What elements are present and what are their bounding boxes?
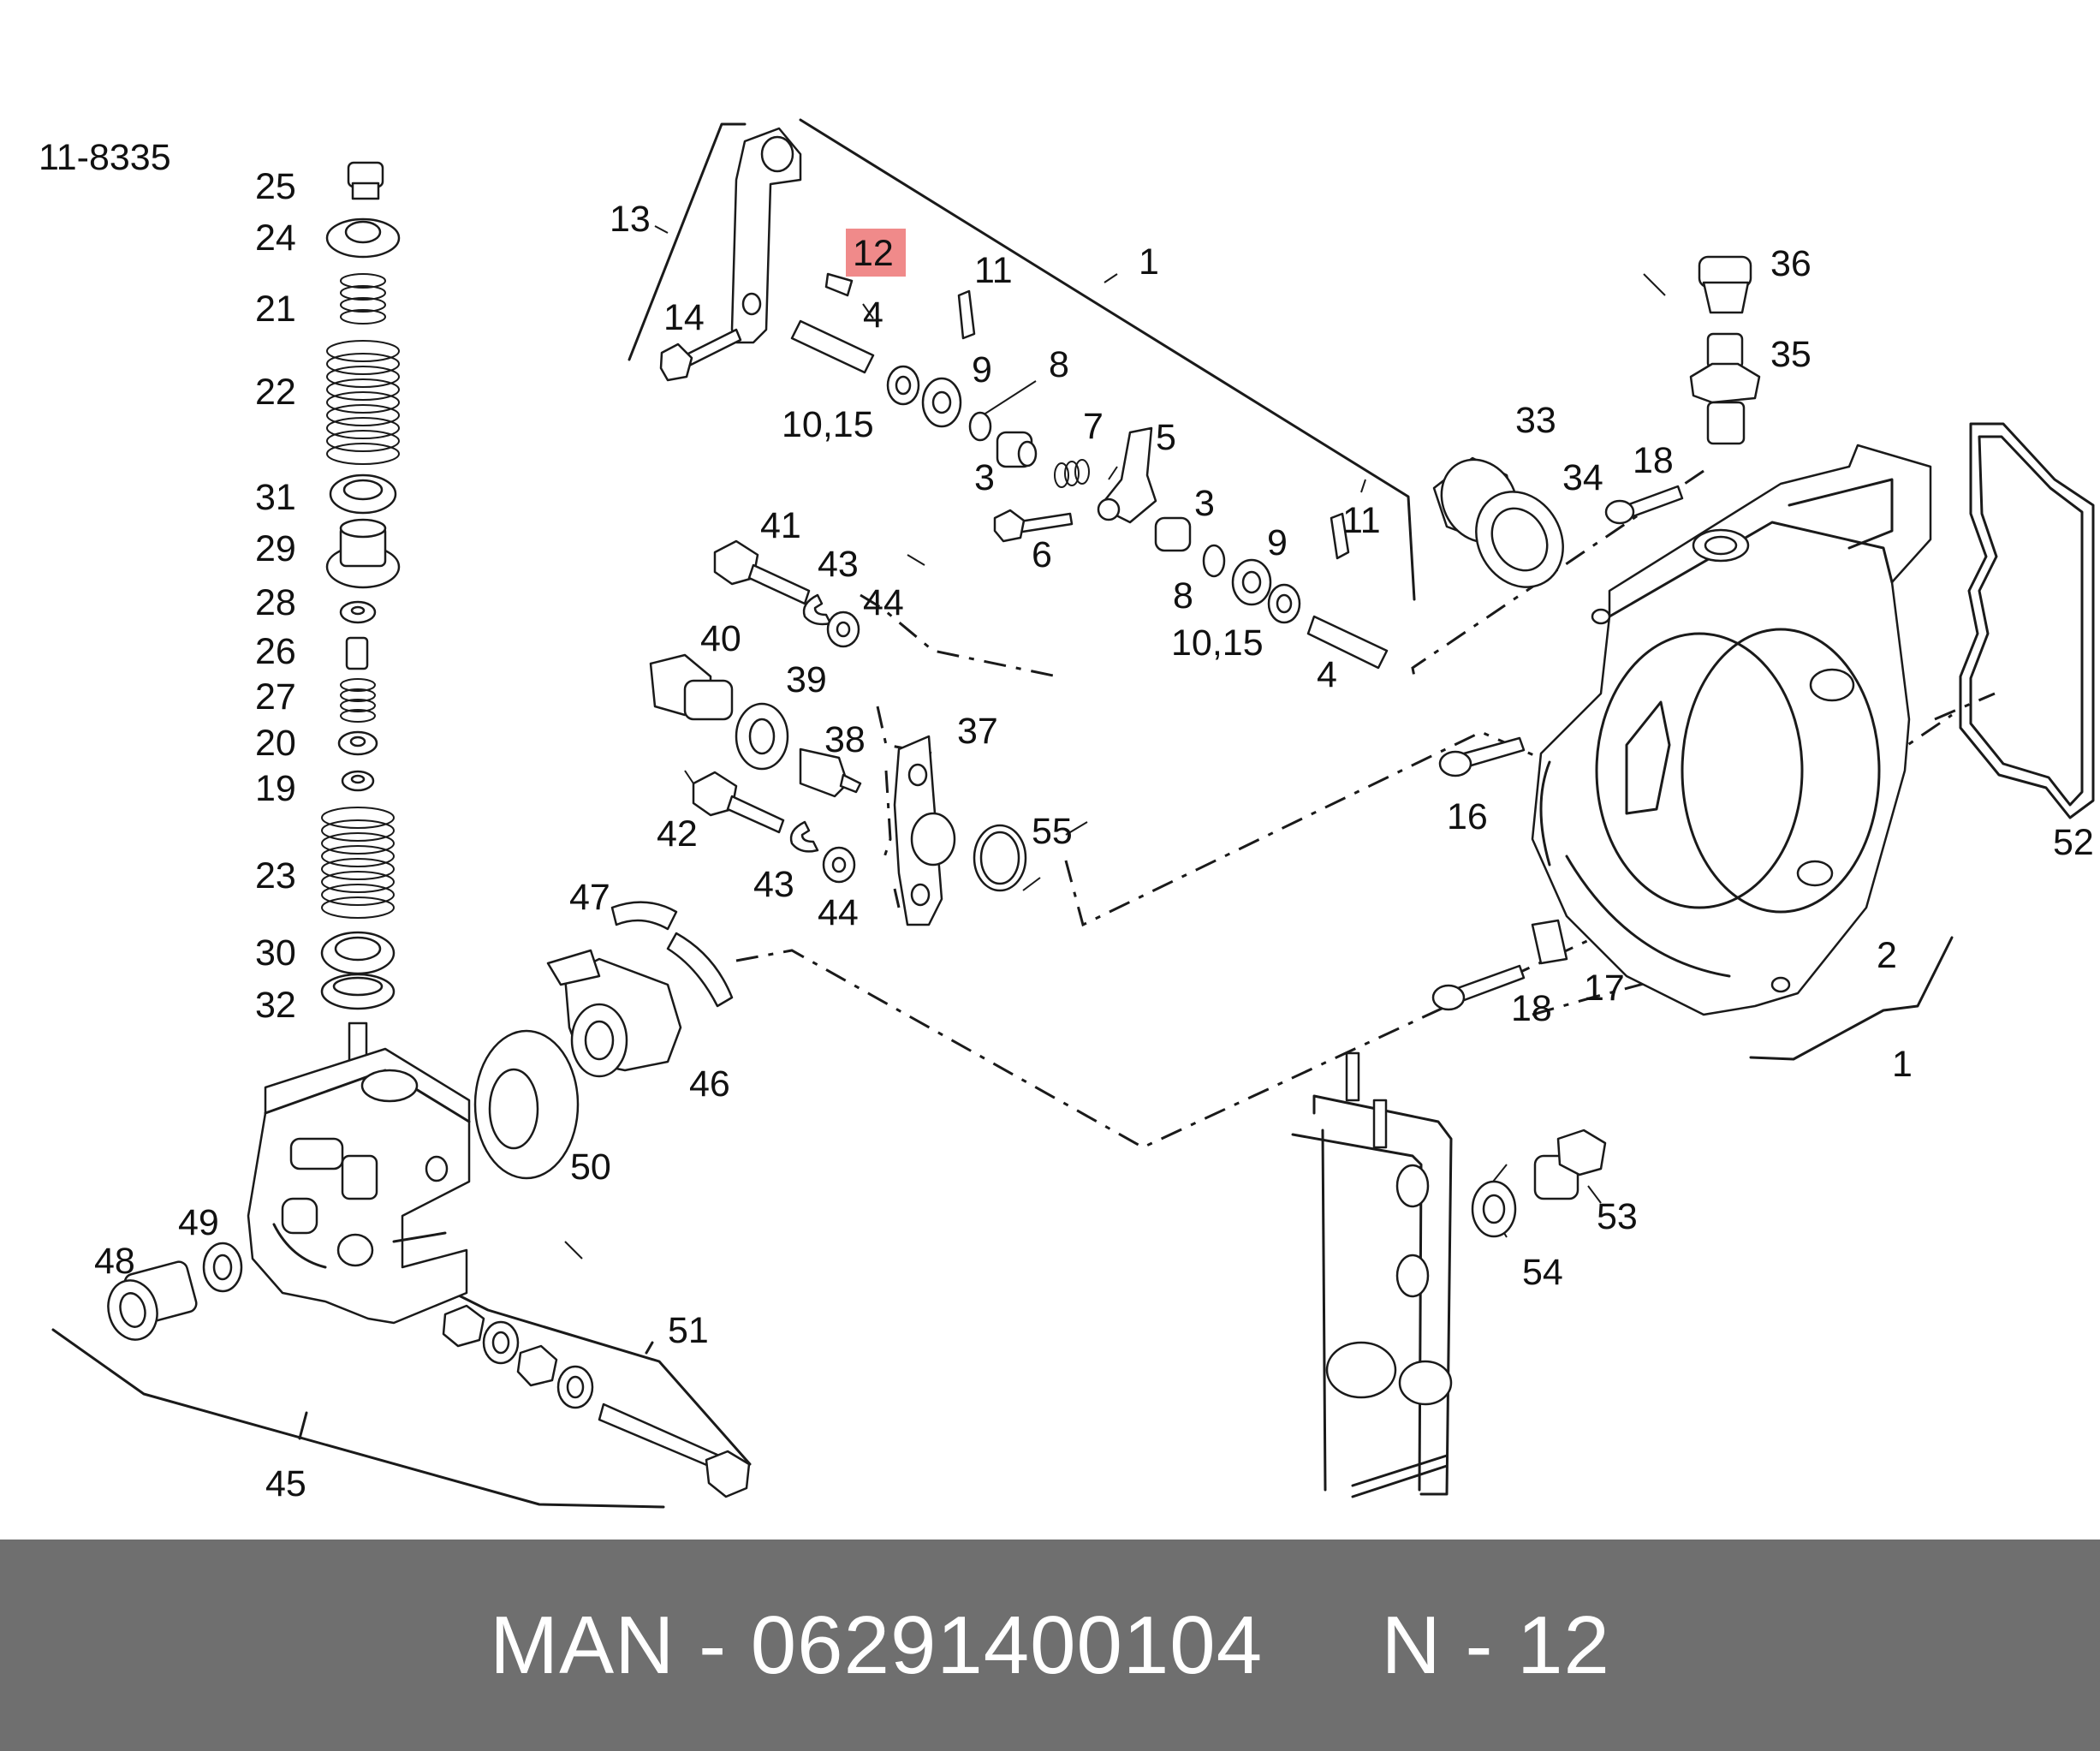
label-1b: 1 [1892, 1044, 1913, 1085]
label-1015a: 10,15 [782, 404, 874, 445]
label-25: 25 [255, 166, 296, 207]
governor-flyweight-housing [247, 1047, 471, 1325]
label-8a: 8 [1049, 344, 1069, 385]
label-46: 46 [689, 1063, 730, 1105]
part-52-gasket [1959, 422, 2095, 819]
label-45: 45 [265, 1463, 306, 1504]
middle-parts [649, 539, 1027, 926]
footer-part-number-text: MAN - 06291400104 N - 12 [490, 1599, 1610, 1691]
label-50: 50 [570, 1146, 611, 1188]
label-9a: 9 [972, 349, 992, 390]
part-35-36-fittings [1689, 255, 1761, 445]
bottom-bracket-frame [1291, 1051, 1607, 1498]
label-33: 33 [1515, 400, 1556, 441]
label-31: 31 [255, 477, 296, 518]
label-34: 34 [1562, 457, 1603, 498]
label-51: 51 [668, 1310, 709, 1351]
leader-lines [51, 118, 1954, 1509]
label-29: 29 [255, 528, 296, 569]
label-54: 54 [1522, 1252, 1563, 1293]
label-44b: 44 [818, 892, 859, 933]
label-4b: 4 [1317, 654, 1337, 695]
label-5: 5 [1156, 417, 1176, 458]
label-35: 35 [1770, 334, 1811, 375]
label-9b: 9 [1267, 522, 1288, 563]
label-42: 42 [657, 813, 698, 855]
label-39: 39 [786, 659, 827, 700]
diagram-ref-code: 11-8335 [39, 137, 171, 178]
part-50-ring [473, 1029, 580, 1180]
label-7: 7 [1083, 406, 1104, 447]
part-16-17-18-screws [1431, 485, 1684, 1011]
exploded-parts-diagram: 11-8335 12 25 24 21 22 31 29 28 26 27 20… [39, 118, 2095, 1509]
label-6: 6 [1032, 534, 1052, 575]
label-27: 27 [255, 676, 296, 718]
part-number-footer: MAN - 06291400104 N - 12 [0, 1540, 2100, 1751]
label-48: 48 [94, 1241, 135, 1282]
highlighted-part-label: 12 [853, 233, 894, 274]
label-18b: 18 [1511, 988, 1552, 1029]
label-47: 47 [569, 877, 610, 918]
label-44a: 44 [863, 582, 904, 623]
highlight-box [846, 229, 906, 277]
label-38: 38 [824, 719, 866, 760]
label-2: 2 [1877, 935, 1897, 976]
part-labels: 11-8335 12 25 24 21 22 31 29 28 26 27 20… [39, 137, 2094, 1504]
label-20: 20 [255, 723, 296, 764]
label-53: 53 [1597, 1196, 1638, 1237]
plunger-spring-stack [320, 161, 401, 1093]
label-8b: 8 [1173, 575, 1193, 616]
label-1015b: 10,15 [1171, 622, 1264, 664]
label-36: 36 [1770, 243, 1811, 284]
label-30: 30 [255, 932, 296, 974]
label-40: 40 [700, 618, 741, 659]
label-41: 41 [760, 505, 801, 546]
label-37: 37 [957, 711, 998, 752]
label-17: 17 [1584, 968, 1625, 1009]
label-4a: 4 [863, 295, 883, 336]
label-55: 55 [1032, 811, 1073, 852]
label-11b: 11 [1342, 500, 1381, 541]
label-24: 24 [255, 217, 296, 259]
label-3b: 3 [1194, 483, 1215, 524]
label-22: 22 [255, 372, 296, 413]
label-52: 52 [2053, 822, 2094, 863]
label-16: 16 [1447, 796, 1488, 837]
label-43a: 43 [818, 544, 859, 585]
lever-assembly [659, 127, 1389, 670]
label-19: 19 [255, 768, 296, 809]
part-51-bolt [442, 1304, 751, 1498]
label-32: 32 [255, 985, 296, 1026]
pump-housing [1531, 444, 1932, 1016]
label-1a: 1 [1139, 241, 1159, 283]
part-46-47-hub [546, 901, 734, 1078]
label-49: 49 [178, 1202, 219, 1243]
label-23: 23 [255, 855, 296, 896]
part-48-49 [107, 1242, 243, 1341]
label-3a: 3 [974, 457, 995, 498]
label-14: 14 [663, 297, 705, 338]
label-18a: 18 [1633, 440, 1674, 481]
label-43b: 43 [753, 864, 794, 905]
label-11a: 11 [974, 250, 1013, 291]
label-21: 21 [255, 289, 296, 330]
label-13: 13 [610, 199, 651, 240]
label-28: 28 [255, 582, 296, 623]
part-33-34-plug [1432, 456, 1564, 588]
label-26: 26 [255, 631, 296, 672]
